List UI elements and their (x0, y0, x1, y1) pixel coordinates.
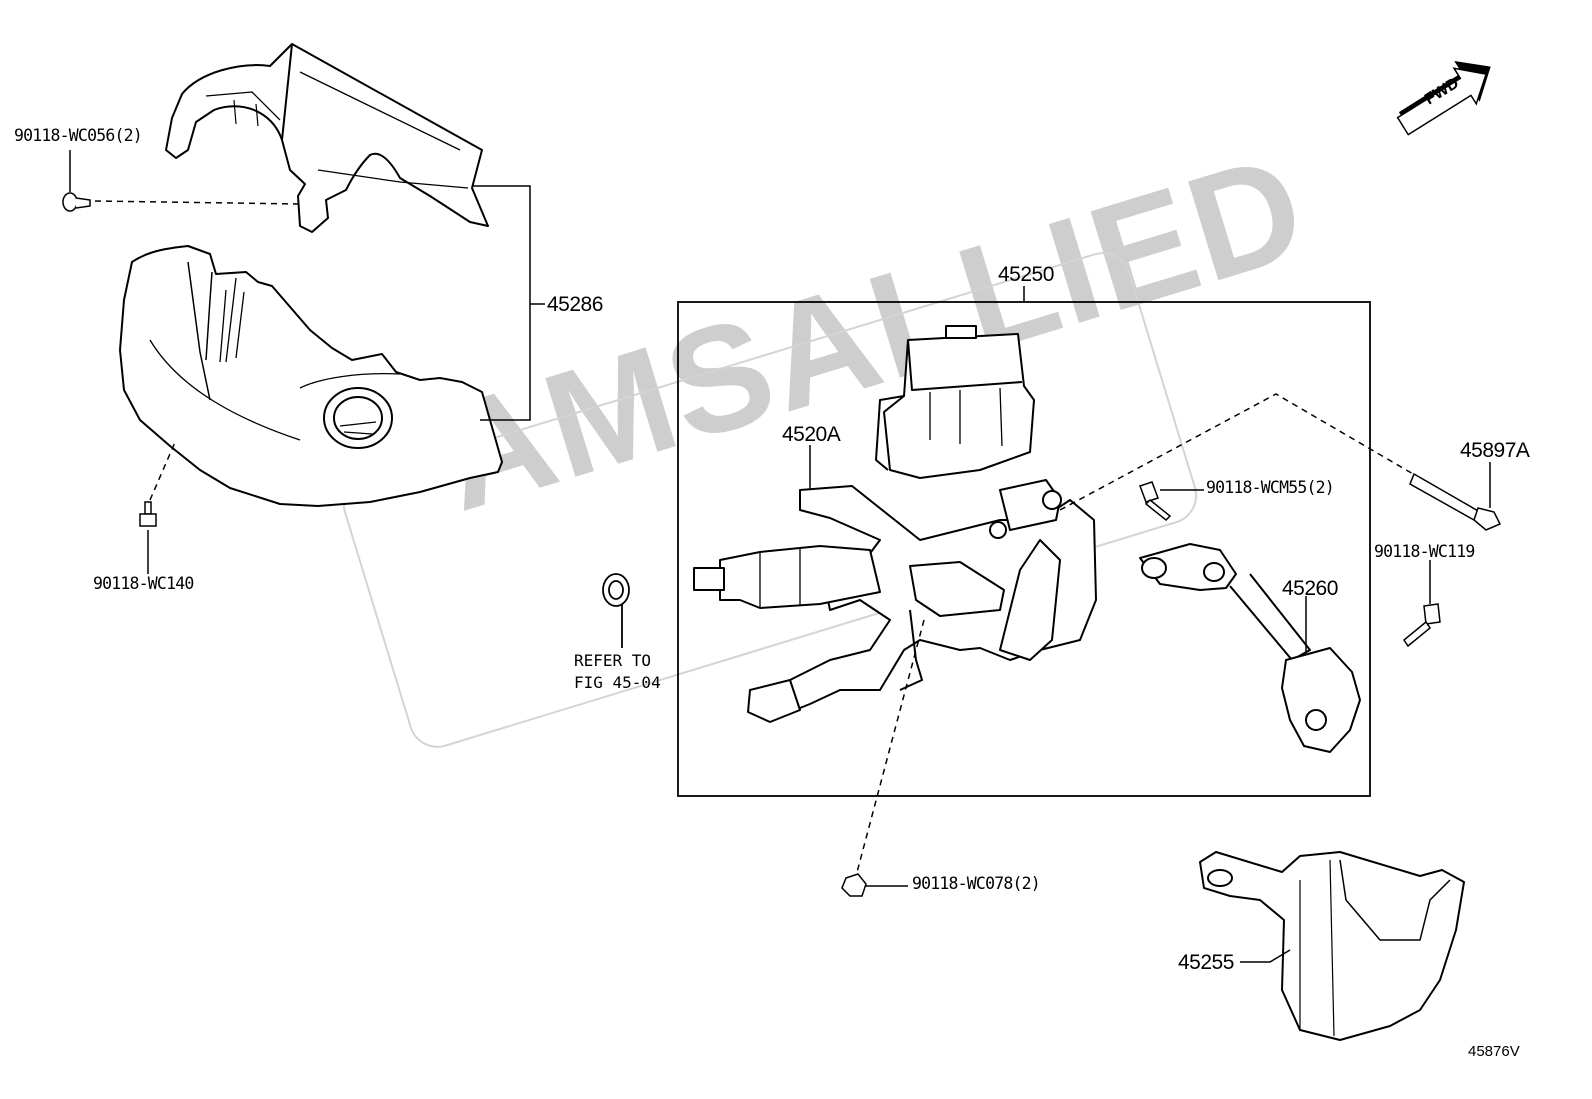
diagram-code: 45876V (1468, 1043, 1520, 1060)
label-45260: 45260 (1282, 577, 1338, 600)
dash-wc078 (855, 619, 925, 877)
steering-column (693, 325, 1097, 723)
label-45286: 45286 (547, 293, 603, 316)
dash-upper (94, 200, 301, 205)
upper-column-cover (165, 43, 489, 233)
label-90118-wcm55: 90118-WCM55(2) (1206, 478, 1335, 497)
label-90118-wc140: 90118-WC140 (93, 574, 194, 593)
fwd-arrow-icon (1396, 61, 1491, 136)
screw-wcm55 (1139, 481, 1204, 522)
column-bracket (1199, 851, 1465, 1041)
nut-wc078 (841, 873, 908, 897)
refer-line-1: REFER TO (574, 651, 652, 670)
screw-upper (62, 150, 91, 212)
leader-45286 (472, 185, 545, 421)
watermark-frame (342, 252, 1198, 748)
label-90118-wc078: 90118-WC078(2) (912, 874, 1041, 893)
refer-line-2: FIG 45-04 (574, 673, 661, 692)
label-45897a: 45897A (1460, 439, 1530, 462)
dash-wcm55 (1059, 393, 1421, 511)
label-90118-wc119: 90118-WC119 (1374, 542, 1475, 561)
dash-lower (149, 439, 177, 501)
label-4520a: 4520A (782, 423, 841, 446)
lower-column-cover (119, 245, 503, 507)
label-45255: 45255 (1178, 951, 1234, 974)
label-90118-wc056: 90118-WC056(2) (14, 126, 143, 145)
screw-wc119 (1402, 560, 1441, 648)
label-45250: 45250 (998, 263, 1054, 286)
refer-nut (602, 573, 630, 648)
leader-45255 (1240, 949, 1291, 963)
intermediate-shaft (1139, 543, 1361, 753)
bolt-45897a (1409, 462, 1502, 531)
screw-lower (139, 501, 157, 574)
